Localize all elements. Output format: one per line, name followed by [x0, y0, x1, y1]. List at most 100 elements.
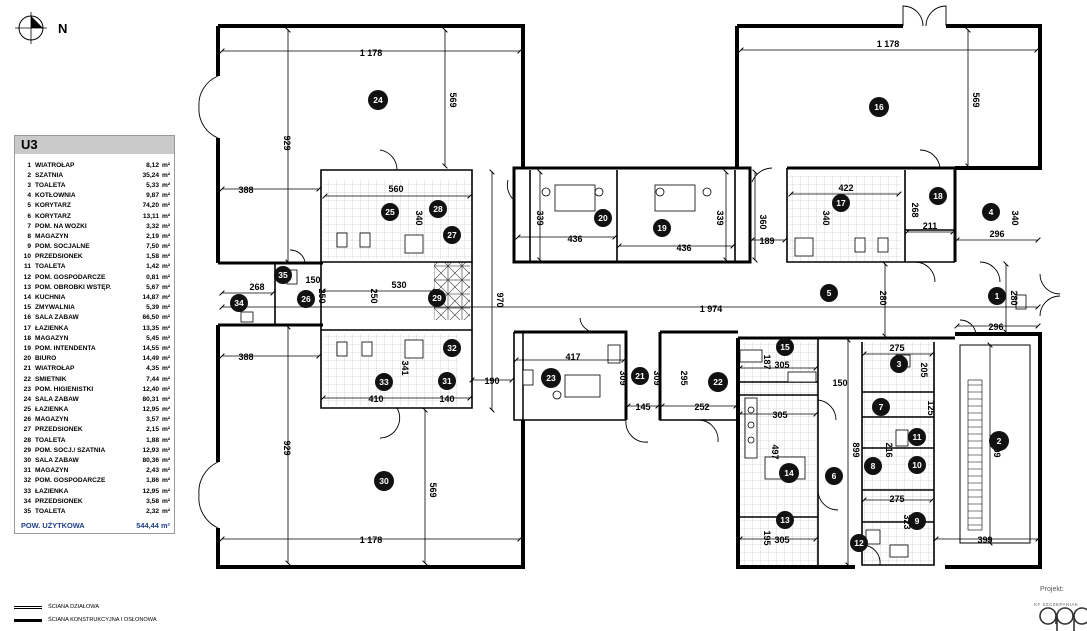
- svg-text:20: 20: [598, 213, 608, 223]
- dim-text: 929: [282, 135, 292, 150]
- legend-area: 5,33: [146, 181, 159, 189]
- dim-text: 252: [694, 402, 709, 412]
- dim-text: 268: [910, 202, 920, 217]
- legend-name: MAGAZYN: [35, 467, 69, 475]
- dim-text: 436: [567, 234, 582, 244]
- legend-area: 3,57: [146, 416, 159, 424]
- svg-text:6: 6: [832, 471, 837, 481]
- dim-text: 340: [414, 210, 424, 225]
- room-badge: 18: [929, 187, 947, 205]
- sink-icon: [889, 544, 909, 558]
- legend-area: 1,58: [146, 253, 159, 261]
- dim-text: 305: [774, 535, 789, 545]
- legend-number: 14: [23, 294, 31, 302]
- svg-text:32: 32: [447, 343, 457, 353]
- legend-name: KORYTARZ: [35, 212, 71, 220]
- dim-text: 422: [838, 183, 853, 193]
- legend-number: 2: [27, 171, 31, 179]
- svg-text:2: 2: [997, 436, 1002, 446]
- dim-text: 899: [851, 442, 861, 457]
- svg-text:33: 33: [379, 377, 389, 387]
- room-badge: 17: [832, 194, 850, 212]
- dim-text: 1 178: [360, 535, 383, 545]
- legend-area: 80,36: [142, 457, 159, 465]
- legend-total: POW. UŻYTKOWA 544,44 m²: [15, 519, 174, 533]
- dim-text: 211: [923, 221, 938, 231]
- legend-area: 3,32: [146, 222, 159, 230]
- legend-unit: m²: [162, 355, 171, 363]
- room-badge: 25: [381, 203, 399, 221]
- svg-text:28: 28: [433, 204, 443, 214]
- legend-number: 28: [23, 436, 31, 444]
- legend-name: PRZEDSIONEK: [35, 253, 83, 261]
- legend-area: 66,50: [142, 314, 159, 322]
- legend-unit: m²: [162, 416, 171, 424]
- legend-number: 3: [27, 181, 31, 189]
- legend-name: MAGAZYN: [35, 232, 69, 240]
- dim-text: 340: [821, 210, 831, 225]
- partition-walls: [274, 168, 1031, 567]
- legend-name: WIATROŁAP: [35, 161, 75, 169]
- legend-area: 80,31: [142, 395, 159, 403]
- room-badge: 4: [982, 203, 1000, 221]
- legend-name: POM. NA WÓZKI: [35, 222, 87, 230]
- legend-area: 13,35: [142, 324, 159, 332]
- room-badge: 33: [375, 373, 393, 391]
- legend-unit: m²: [162, 253, 171, 261]
- legend-area: 35,24: [142, 171, 159, 179]
- dim-text: 1 178: [877, 39, 900, 49]
- legend-unit: m²: [162, 334, 171, 342]
- legend-area: 12,93: [142, 446, 159, 454]
- legend-area: 1,86: [146, 477, 159, 485]
- svg-text:7: 7: [879, 402, 884, 412]
- legend-name: SALA ZABAW: [35, 314, 79, 322]
- legend-unit: m²: [162, 487, 171, 495]
- wall-key-structural: ŚCIANA KONSTRUKCYJNA I OSŁONOWA: [14, 617, 157, 623]
- legend-unit: m²: [162, 273, 171, 281]
- toilet-icon: [240, 311, 254, 323]
- room-badge: 22: [708, 372, 728, 392]
- room-badge: 30: [374, 471, 394, 491]
- partition-line-icon: [14, 605, 42, 609]
- legend-unit: m²: [162, 467, 171, 475]
- legend-name: WIATROŁAP: [35, 365, 75, 373]
- legend-area: 14,55: [142, 344, 159, 352]
- dim-text: 309: [618, 370, 628, 385]
- dim-text: 280: [1009, 290, 1019, 305]
- room-badge: 9: [908, 512, 926, 530]
- dim-text: 150: [305, 275, 320, 285]
- legend-title: U3: [15, 136, 174, 154]
- dim-text: 275: [889, 343, 904, 353]
- room-badge: 5: [820, 284, 838, 302]
- legend-name: TOALETA: [35, 263, 66, 271]
- dim-text: 970: [495, 292, 505, 307]
- svg-text:10: 10: [912, 460, 922, 470]
- svg-text:23: 23: [546, 373, 556, 383]
- room-badge: 31: [438, 372, 456, 390]
- legend-unit: m²: [162, 243, 171, 251]
- doors: [198, 5, 1061, 566]
- compass: N: [15, 12, 67, 44]
- legend-area: 1,42: [146, 263, 159, 271]
- legend-unit: m²: [162, 426, 171, 434]
- legend-name: TOALETA: [35, 181, 66, 189]
- legend-name: SALA ZABAW: [35, 457, 79, 465]
- legend-number: 4: [27, 192, 31, 200]
- dim-text: 388: [238, 185, 253, 195]
- room-badge: 24: [368, 90, 388, 110]
- legend-number: 19: [23, 344, 31, 352]
- legend-number: 21: [23, 365, 31, 373]
- legend-number: 13: [23, 283, 31, 291]
